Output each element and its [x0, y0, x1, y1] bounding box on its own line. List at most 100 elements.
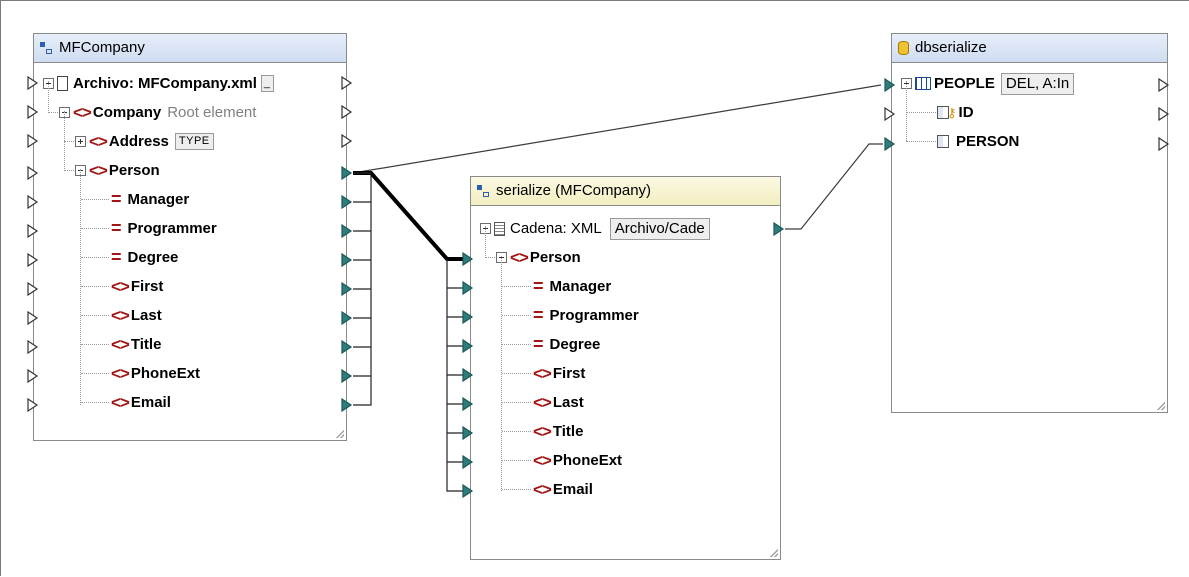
input-connector-icon[interactable]: [27, 340, 39, 354]
output-connector-icon[interactable]: [341, 134, 353, 148]
input-connector-icon[interactable]: [27, 369, 39, 383]
input-connector-icon[interactable]: [27, 195, 39, 209]
output-connector-icon[interactable]: [341, 311, 353, 325]
attribute-icon: =: [111, 218, 122, 238]
db-id-row[interactable]: ⚷ ID: [937, 98, 974, 127]
wire-mfcompany-output-bus: [353, 172, 372, 406]
input-connector-icon[interactable]: [884, 137, 896, 151]
output-connector-icon[interactable]: [1158, 137, 1170, 151]
attribute-row-manager[interactable]: =Manager: [111, 185, 189, 214]
element-row-email[interactable]: <>Email: [533, 475, 593, 504]
database-icon: [898, 41, 909, 55]
mfcompany-person-row[interactable]: <> Person: [75, 156, 160, 185]
node-label: Title: [130, 336, 162, 353]
mfcompany-file-row[interactable]: Archivo: MFCompany.xml _: [43, 69, 274, 98]
input-connector-icon[interactable]: [462, 426, 474, 440]
element-icon: <>: [89, 132, 108, 151]
wire-person-to-people: [352, 84, 882, 174]
node-label: Title: [552, 423, 584, 440]
attribute-row-programmer[interactable]: =Programmer: [111, 214, 217, 243]
output-connector-icon[interactable]: [341, 340, 353, 354]
output-connector-icon[interactable]: [341, 224, 353, 238]
input-connector-icon[interactable]: [884, 107, 896, 121]
mfcompany-header[interactable]: MFCompany: [34, 34, 346, 63]
input-connector-icon[interactable]: [27, 166, 39, 180]
input-connector-icon[interactable]: [462, 484, 474, 498]
dbserialize-title: dbserialize: [915, 39, 987, 56]
input-connector-icon[interactable]: [27, 76, 39, 90]
serialize-component[interactable]: serialize (MFCompany): [470, 176, 781, 560]
element-row-email[interactable]: <>Email: [111, 388, 171, 417]
element-row-phoneext[interactable]: <>PhoneExt: [111, 359, 200, 388]
output-connector-icon[interactable]: [773, 222, 785, 236]
input-connector-icon[interactable]: [462, 339, 474, 353]
attribute-row-manager[interactable]: =Manager: [533, 272, 611, 301]
element-row-first[interactable]: <>First: [533, 359, 585, 388]
db-table-action-button[interactable]: DEL, A:In: [1000, 72, 1075, 95]
input-connector-icon[interactable]: [462, 252, 474, 266]
element-row-title[interactable]: <>Title: [533, 417, 583, 446]
input-connector-icon[interactable]: [462, 368, 474, 382]
resize-grip-icon[interactable]: [336, 430, 344, 438]
input-connector-icon[interactable]: [27, 253, 39, 267]
db-people-row[interactable]: PEOPLE DEL, A:In: [901, 69, 1075, 98]
input-connector-icon[interactable]: [27, 134, 39, 148]
element-row-last[interactable]: <>Last: [533, 388, 584, 417]
tree-line: [485, 257, 495, 258]
expand-icon[interactable]: [75, 136, 86, 147]
output-connector-icon[interactable]: [341, 282, 353, 296]
element-icon: <>: [510, 248, 529, 267]
resize-grip-icon[interactable]: [1157, 402, 1165, 410]
serialize-string-row[interactable]: Cadena: XML Archivo/Cade: [480, 214, 710, 243]
address-type-button[interactable]: TYPE: [174, 133, 214, 150]
db-person-row[interactable]: PERSON: [937, 127, 1019, 156]
attribute-row-programmer[interactable]: =Programmer: [533, 301, 639, 330]
company-label: Company: [92, 104, 162, 121]
input-connector-icon[interactable]: [884, 78, 896, 92]
element-row-first[interactable]: <>First: [111, 272, 163, 301]
attribute-row-degree[interactable]: =Degree: [533, 330, 600, 359]
serialize-header[interactable]: serialize (MFCompany): [471, 177, 780, 206]
input-connector-icon[interactable]: [462, 455, 474, 469]
element-row-title[interactable]: <>Title: [111, 330, 161, 359]
input-connector-icon[interactable]: [462, 397, 474, 411]
input-connector-icon[interactable]: [27, 282, 39, 296]
element-icon: <>: [533, 422, 552, 441]
input-connector-icon[interactable]: [27, 311, 39, 325]
element-row-phoneext[interactable]: <>PhoneExt: [533, 446, 622, 475]
input-connector-icon[interactable]: [462, 310, 474, 324]
output-connector-icon[interactable]: [1158, 78, 1170, 92]
output-connector-icon[interactable]: [341, 369, 353, 383]
serialize-person-row[interactable]: <> Person: [496, 243, 581, 272]
serialize-output-mode-button[interactable]: Archivo/Cade: [609, 217, 710, 240]
tree-line: [81, 286, 109, 287]
input-connector-icon[interactable]: [462, 281, 474, 295]
node-label: PhoneExt: [130, 365, 201, 382]
column-icon: [937, 106, 949, 119]
element-icon: <>: [111, 335, 130, 354]
element-row-last[interactable]: <>Last: [111, 301, 162, 330]
output-connector-icon[interactable]: [341, 398, 353, 412]
dbserialize-component[interactable]: dbserialize: [891, 33, 1168, 413]
mfcompany-company-row[interactable]: <> Company Root element: [59, 98, 256, 127]
input-connector-icon[interactable]: [27, 105, 39, 119]
node-label: PhoneExt: [552, 452, 623, 469]
attribute-row-degree[interactable]: =Degree: [111, 243, 178, 272]
attribute-icon: =: [533, 334, 544, 354]
resize-grip-icon[interactable]: [770, 549, 778, 557]
xml-schema-icon: [40, 41, 53, 55]
input-connector-icon[interactable]: [27, 224, 39, 238]
output-connector-icon[interactable]: [341, 166, 353, 180]
output-connector-icon[interactable]: [341, 105, 353, 119]
output-connector-icon[interactable]: [341, 195, 353, 209]
output-connector-icon[interactable]: [341, 76, 353, 90]
db-col-id: ID: [958, 104, 974, 121]
output-connector-icon[interactable]: [1158, 107, 1170, 121]
file-options-button[interactable]: _: [260, 75, 274, 92]
mfcompany-address-row[interactable]: <> Address TYPE: [75, 127, 214, 156]
attribute-icon: =: [111, 247, 122, 267]
output-connector-icon[interactable]: [341, 253, 353, 267]
dbserialize-header[interactable]: dbserialize: [892, 34, 1167, 63]
input-connector-icon[interactable]: [27, 398, 39, 412]
